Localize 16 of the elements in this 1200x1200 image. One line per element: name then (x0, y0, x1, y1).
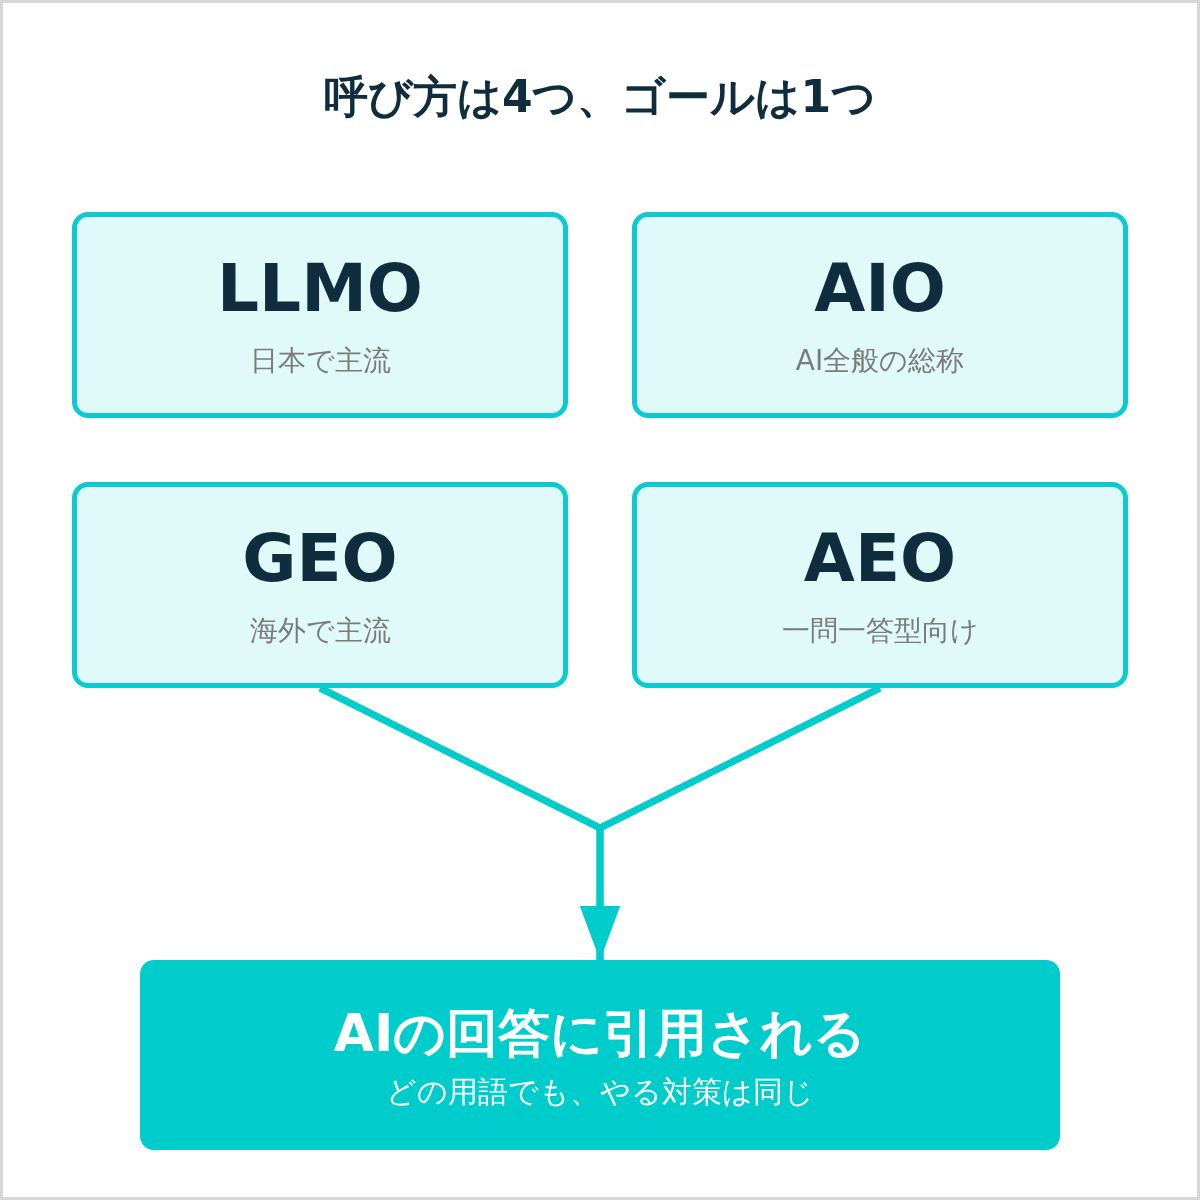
goal-box (140, 960, 1060, 1150)
goal-description: どの用語でも、やる対策は同じ (386, 1073, 814, 1111)
term-card (72, 212, 568, 418)
goal-heading: AIの回答に引用される (333, 1002, 867, 1065)
term-card (632, 482, 1128, 688)
term-card (632, 212, 1128, 418)
term-card (72, 482, 568, 688)
term-description: 一問一答型向け (781, 613, 979, 649)
term-description: 日本で主流 (249, 343, 391, 379)
diagram-title: 呼び方は4つ、ゴールは1つ (322, 70, 878, 124)
term-heading: LLMO (217, 249, 423, 329)
term-description: 海外で主流 (249, 613, 391, 649)
term-description: AI全般の総称 (795, 343, 965, 379)
term-heading: AEO (803, 519, 957, 599)
term-heading: AIO (814, 249, 946, 329)
term-heading: GEO (242, 519, 398, 599)
